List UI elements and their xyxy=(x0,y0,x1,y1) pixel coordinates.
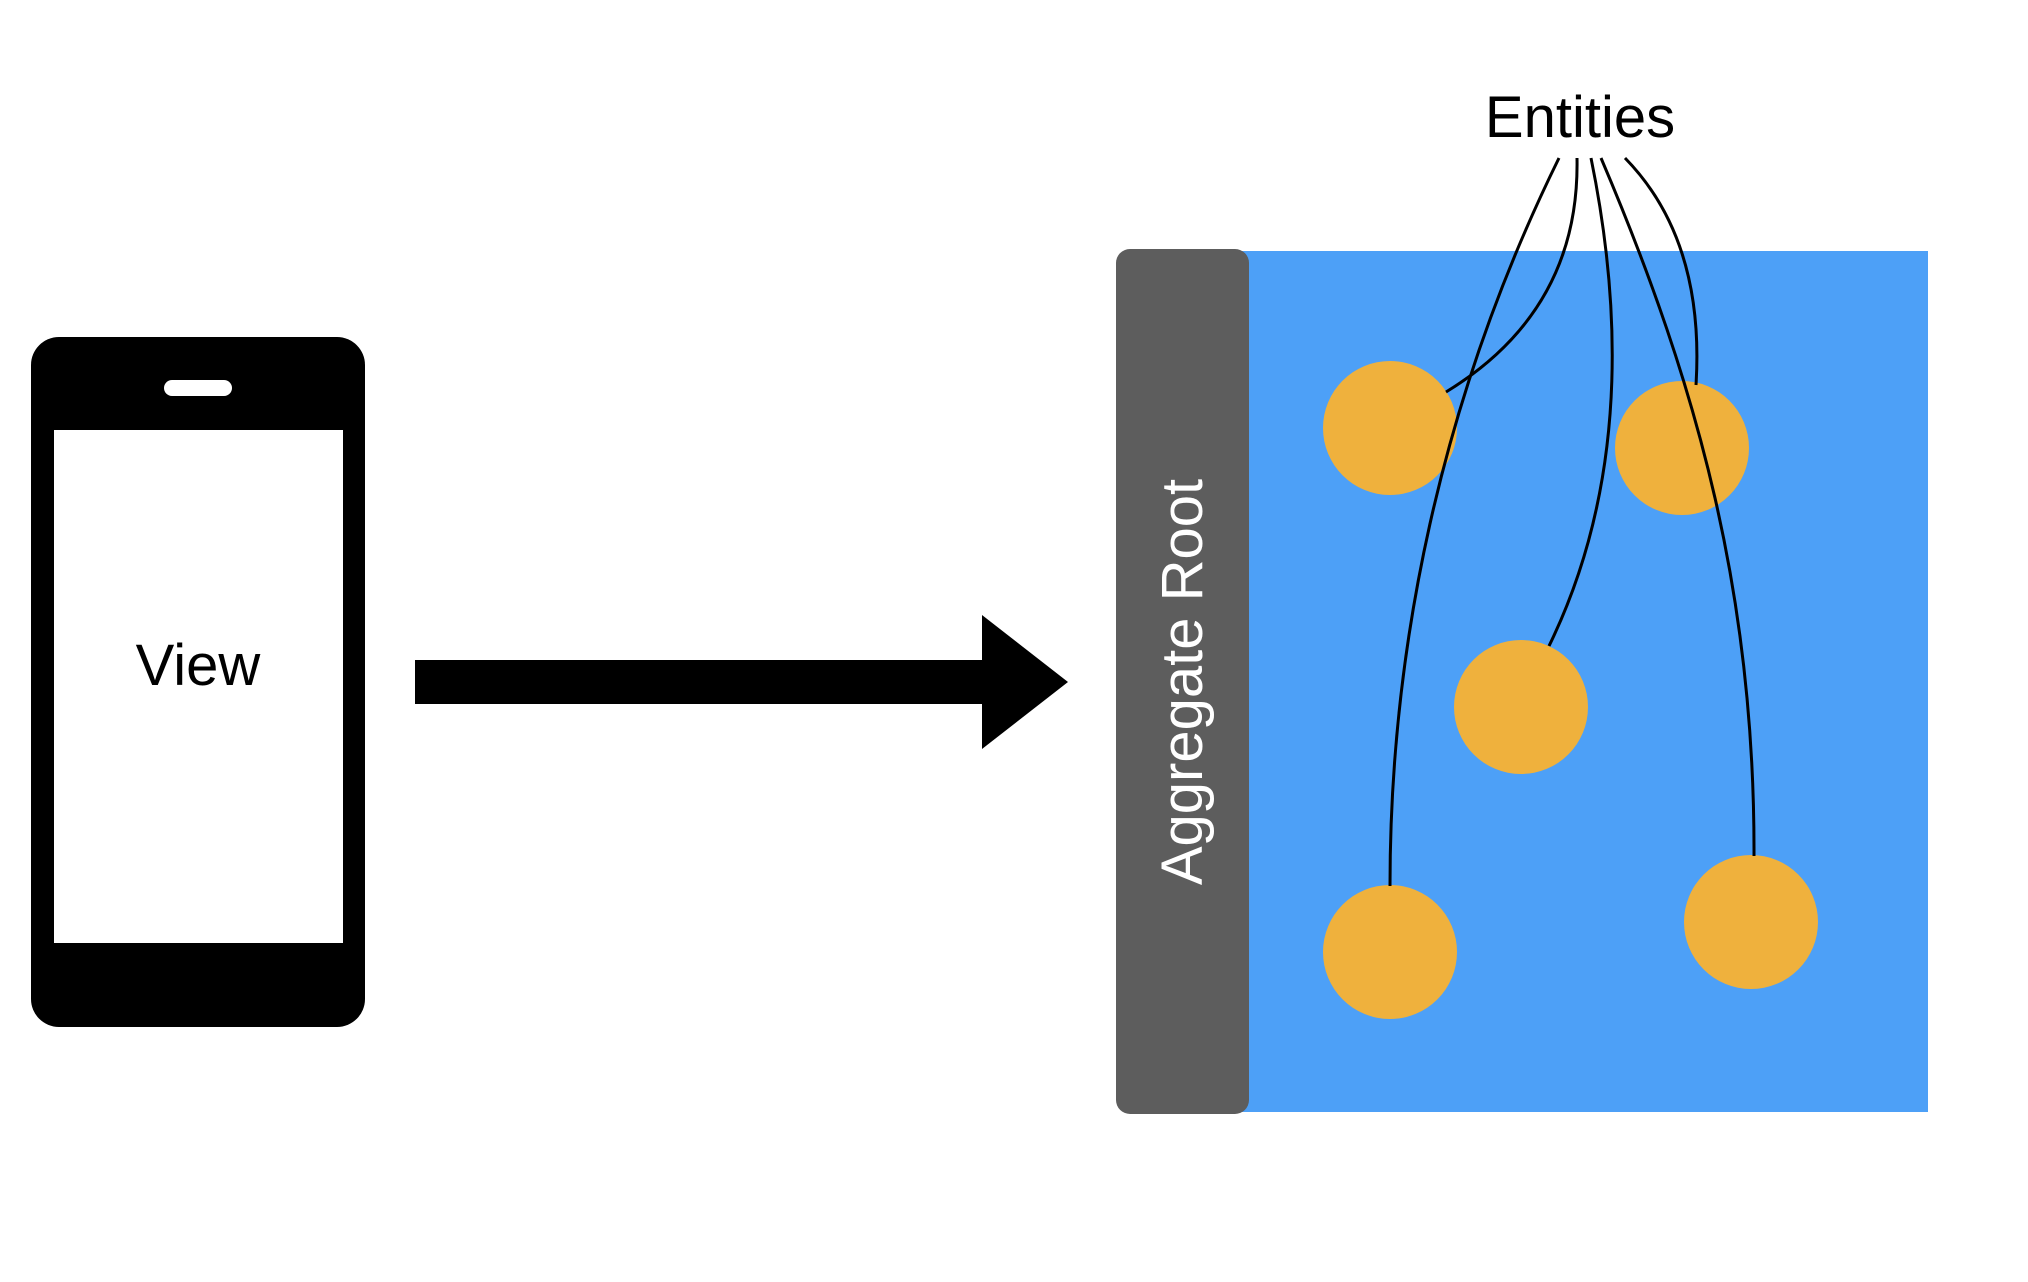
entity-circle-2 xyxy=(1615,381,1749,515)
arrow-head xyxy=(982,615,1068,749)
connector-line-1 xyxy=(1445,157,1579,394)
entities-label: Entities xyxy=(1485,85,1675,150)
view-label: View xyxy=(136,633,262,698)
smartphone-icon: View xyxy=(31,337,365,1027)
aggregate-root-label: Aggregate Root xyxy=(1150,479,1215,885)
entity-circle-3 xyxy=(1454,640,1588,774)
right-arrow-icon xyxy=(415,615,1068,749)
phone-speaker xyxy=(164,380,232,396)
root-bar xyxy=(1116,249,1249,1114)
connector-line-3 xyxy=(1547,157,1614,647)
aggregate-root-bar: Aggregate Root xyxy=(1116,249,1249,1114)
entity-circle-5 xyxy=(1684,855,1818,989)
entity-circle-1 xyxy=(1323,361,1457,495)
connector-line-2 xyxy=(1388,157,1561,887)
entity-circle-4 xyxy=(1323,885,1457,1019)
connector-line-4 xyxy=(1599,157,1756,857)
phone-screen xyxy=(54,430,343,943)
connector-line-5 xyxy=(1623,156,1699,386)
entity-connectors xyxy=(1388,156,1756,887)
entity-nodes xyxy=(1323,361,1818,1019)
arrow-shaft xyxy=(415,660,985,704)
